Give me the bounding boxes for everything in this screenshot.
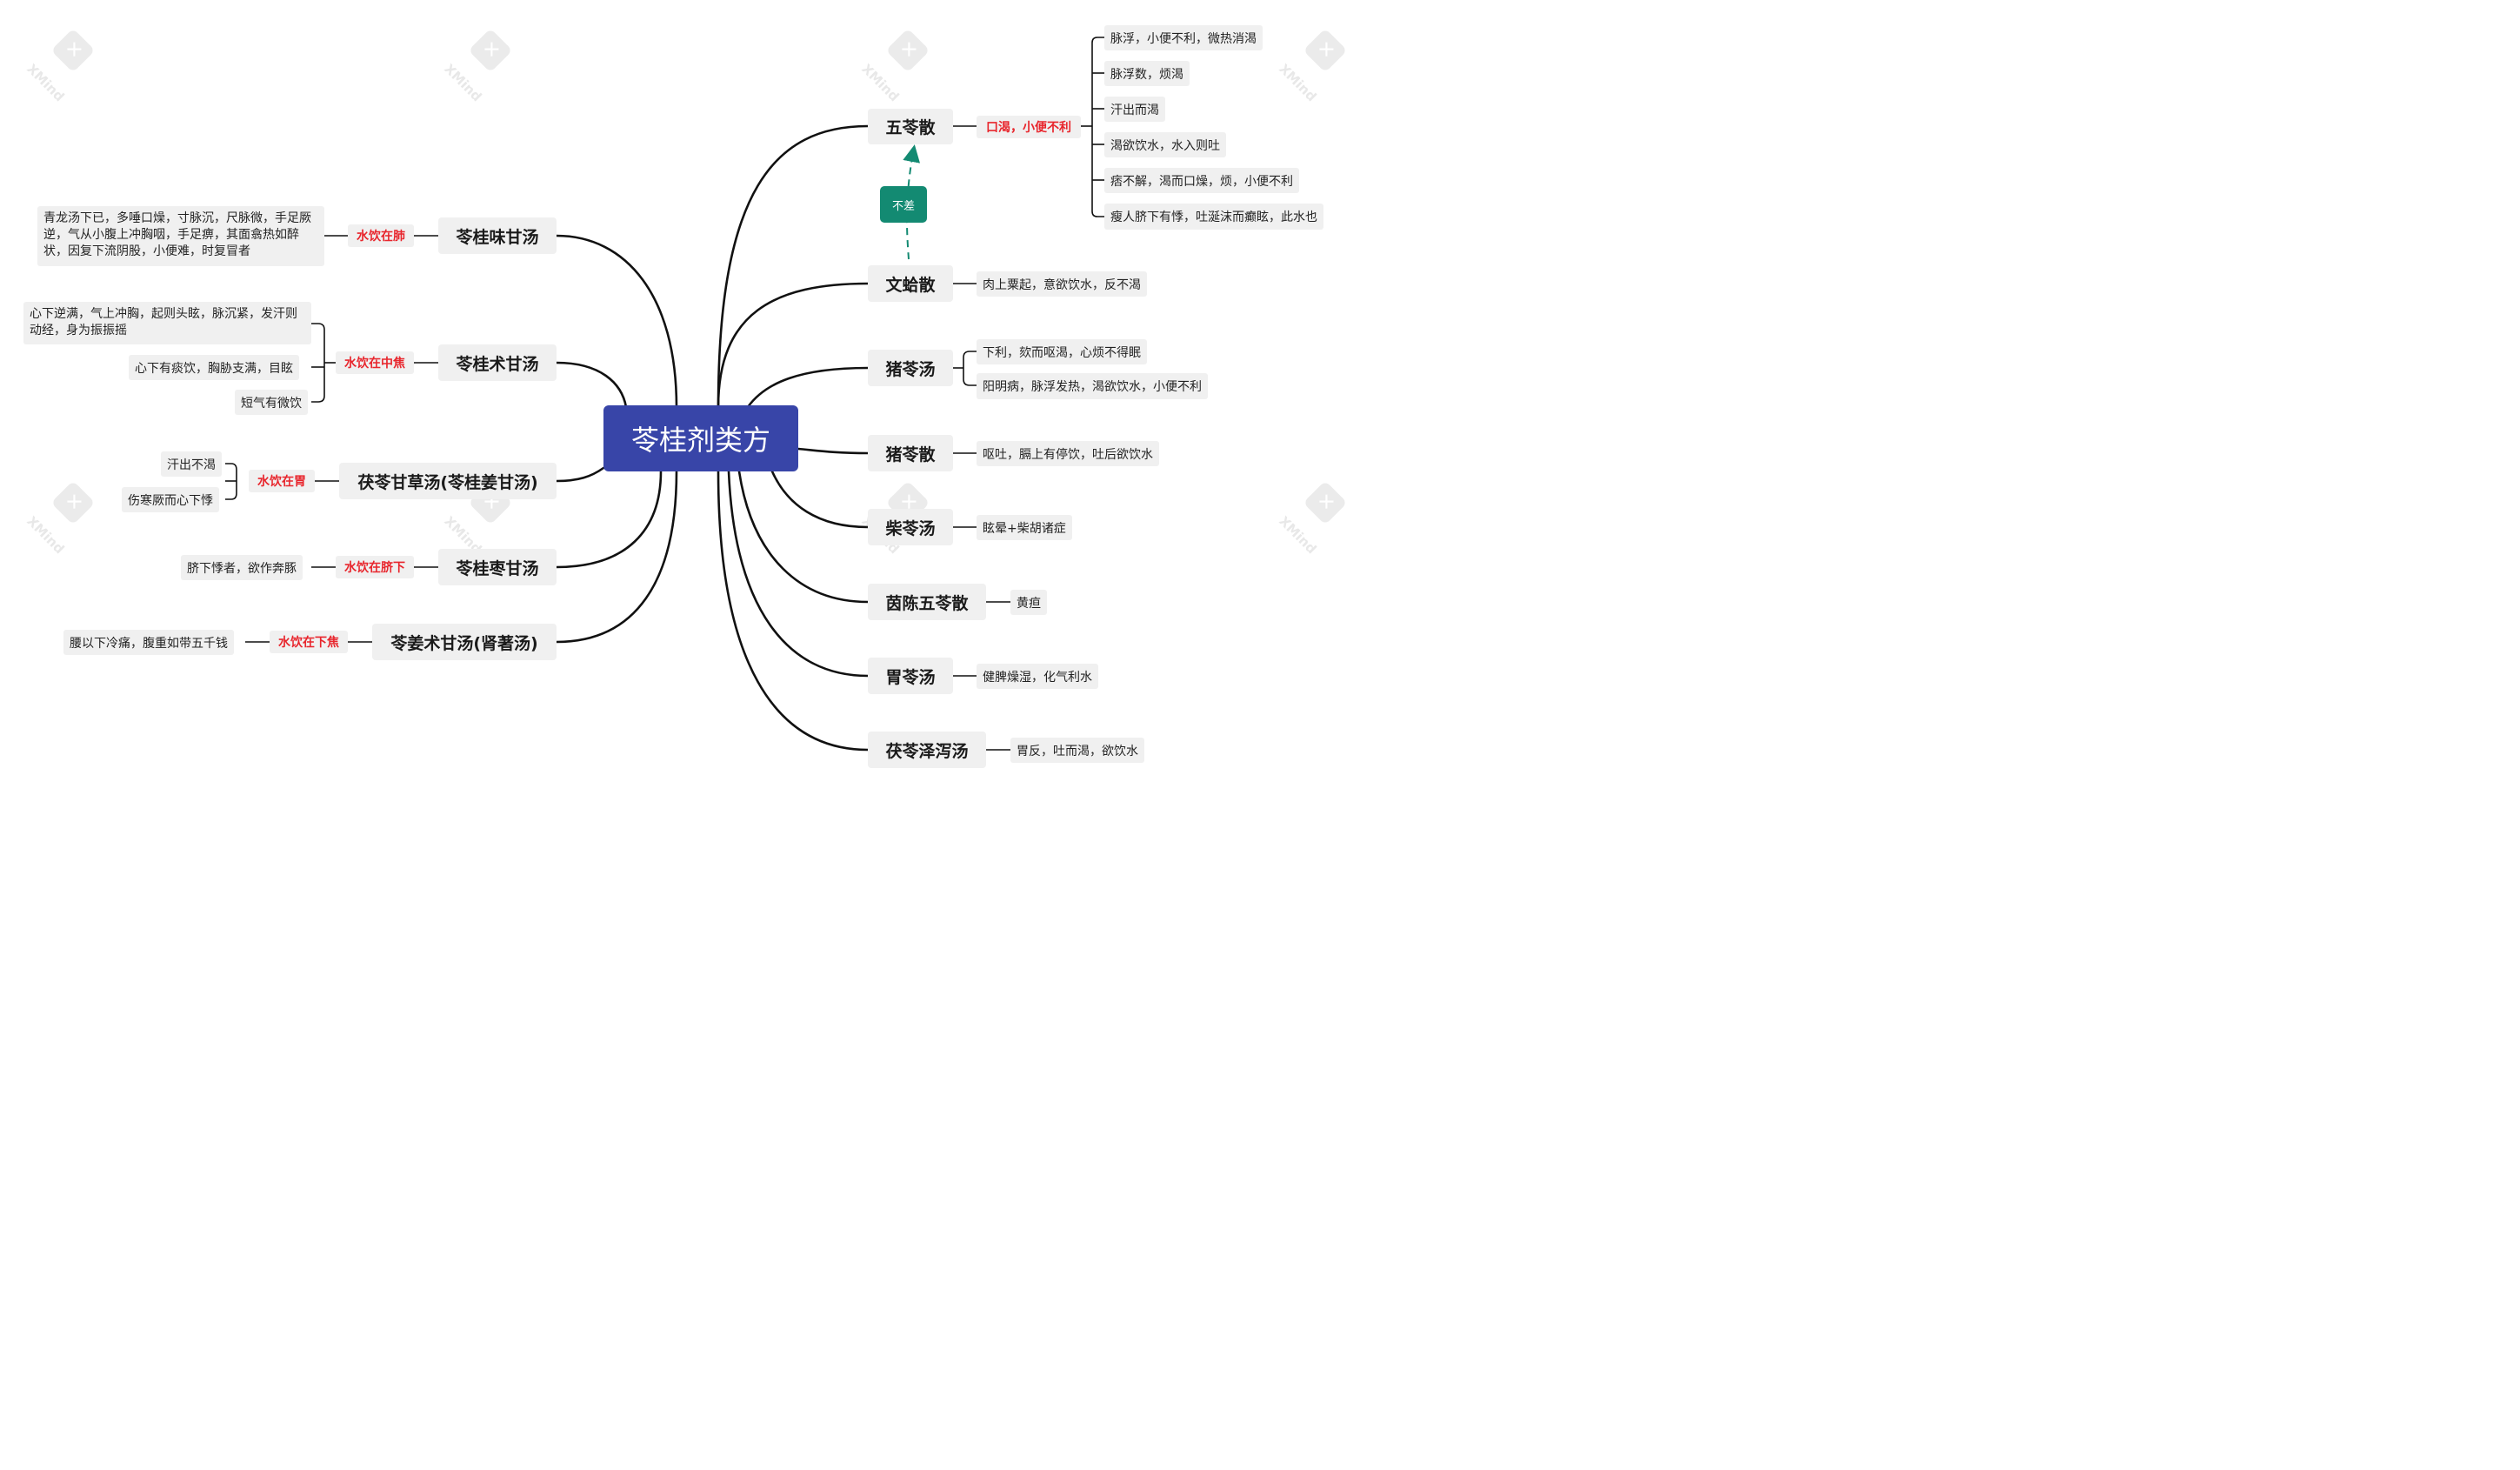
leaf-wuling-3[interactable]: 汗出而渴: [1104, 97, 1165, 122]
link-root-wenge: [717, 282, 870, 409]
leaf-zhuling-tang-2[interactable]: 阳明病，脉浮发热，渴欲饮水，小便不利: [977, 373, 1208, 399]
leaf-wuling-2[interactable]: 脉浮数，烦渴: [1104, 61, 1190, 86]
topic-fuling-gancao-tang[interactable]: 茯苓甘草汤(苓桂姜甘汤): [339, 463, 557, 499]
topic-zhuling-tang[interactable]: 猪苓汤: [868, 350, 953, 386]
topic-weiling-tang[interactable]: 胃苓汤: [868, 658, 953, 694]
leaf-yinchen-1[interactable]: 黄疸: [1010, 590, 1047, 615]
topic-wuling-san[interactable]: 五苓散: [868, 109, 953, 144]
leaf-zhuling-san-1[interactable]: 呕吐，膈上有停饮，吐后欲饮水: [977, 441, 1159, 466]
tag-lingjiang-zhugan[interactable]: 水饮在下焦: [270, 631, 348, 653]
relation-dashed-line: [903, 144, 921, 260]
link-root-lingguiweigan: [555, 234, 678, 409]
topic-yinchen-wuling-san[interactable]: 茵陈五苓散: [868, 584, 986, 620]
link-root-lingguizhugan: [555, 361, 628, 409]
topic-fuling-zexie-tang[interactable]: 茯苓泽泻汤: [868, 732, 986, 768]
tag-linggui-zaogan[interactable]: 水饮在脐下: [336, 556, 414, 578]
topic-linggui-zhugan-tang[interactable]: 苓桂术甘汤: [438, 344, 557, 381]
topic-linggui-zaogan-tang[interactable]: 苓桂枣甘汤: [438, 549, 557, 585]
leaf-wenge-1[interactable]: 肉上粟起，意欲饮水，反不渴: [977, 271, 1147, 297]
link-root-yinchen: [737, 470, 870, 604]
leaf-linggui-weigan-1[interactable]: 青龙汤下已，多唾口燥，寸脉沉，尺脉微，手足厥逆，气从小腹上冲胸咽，手足痹，其面翕…: [37, 206, 324, 266]
leaf-fuling-gancao-2[interactable]: 伤寒厥而心下悸: [122, 487, 219, 512]
tag-wuling-san[interactable]: 口渴，小便不利: [977, 116, 1081, 138]
leaf-wuling-1[interactable]: 脉浮，小便不利，微热消渴: [1104, 25, 1263, 50]
link-root-wuling: [717, 124, 870, 409]
link-root-zhulingsan: [797, 447, 870, 455]
relationship-label[interactable]: 不差: [880, 186, 927, 223]
xmind-watermark: ✕XMind: [1276, 28, 1348, 104]
xmind-watermark: ✕XMind: [1276, 480, 1348, 557]
leaf-chailing-1[interactable]: 眩晕+柴胡诸症: [977, 515, 1072, 540]
leaf-wuling-5[interactable]: 痞不解，渴而口燥，烦，小便不利: [1104, 168, 1299, 193]
topic-zhuling-san[interactable]: 猪苓散: [868, 435, 953, 471]
link-root-chailing: [770, 470, 870, 529]
leaf-zhuling-tang-1[interactable]: 下利，欬而呕渴，心烦不得眠: [977, 339, 1147, 364]
link-root-weiling: [727, 470, 870, 678]
xmind-watermark: ✕XMind: [441, 28, 513, 104]
tag-fuling-gancao[interactable]: 水饮在胃: [249, 470, 315, 492]
leaf-weiling-1[interactable]: 健脾燥湿，化气利水: [977, 664, 1098, 689]
link-root-lingguizaogan: [555, 470, 663, 569]
xmind-watermark: ✕XMind: [23, 28, 96, 104]
connector-lines: [225, 37, 1104, 752]
leaf-lingjiang-zhugan-1[interactable]: 腰以下冷痛，腹重如带五千钱: [63, 630, 234, 655]
leaf-linggui-zhugan-1[interactable]: 心下逆满，气上冲胸，起则头眩，脉沉紧，发汗则动经，身为振振摇: [23, 302, 311, 344]
tag-linggui-zhugan[interactable]: 水饮在中焦: [336, 351, 414, 374]
link-root-zhulingtang: [746, 366, 870, 409]
central-topic[interactable]: 苓桂剂类方: [603, 405, 798, 471]
leaf-fuling-gancao-1[interactable]: 汗出不渴: [161, 451, 222, 477]
topic-lingjiang-zhugan-tang[interactable]: 苓姜术甘汤(肾著汤): [372, 624, 557, 660]
leaf-fuling-zexie-1[interactable]: 胃反，吐而渴，欲饮水: [1010, 738, 1144, 763]
leaf-linggui-zaogan-1[interactable]: 脐下悸者，欲作奔豚: [181, 555, 303, 580]
tag-linggui-weigan[interactable]: 水饮在肺: [348, 224, 414, 247]
link-root-fulinggancao: [555, 466, 605, 483]
leaf-wuling-4[interactable]: 渴欲饮水，水入则吐: [1104, 132, 1226, 157]
link-root-lingjiangzhugan: [555, 470, 678, 644]
leaf-linggui-zhugan-3[interactable]: 短气有微饮: [235, 390, 308, 415]
xmind-watermark: ✕XMind: [23, 480, 96, 557]
topic-wenge-san[interactable]: 文蛤散: [868, 265, 953, 302]
topic-linggui-weigan-tang[interactable]: 苓桂味甘汤: [438, 217, 557, 254]
topic-chailing-tang[interactable]: 柴苓汤: [868, 509, 953, 545]
leaf-wuling-6[interactable]: 瘦人脐下有悸，吐涎沫而癫眩，此水也: [1104, 204, 1323, 230]
link-root-fuling-zexie: [717, 470, 870, 752]
leaf-linggui-zhugan-2[interactable]: 心下有痰饮，胸胁支满，目眩: [129, 355, 299, 380]
xmind-watermark: ✕XMind: [858, 28, 930, 104]
